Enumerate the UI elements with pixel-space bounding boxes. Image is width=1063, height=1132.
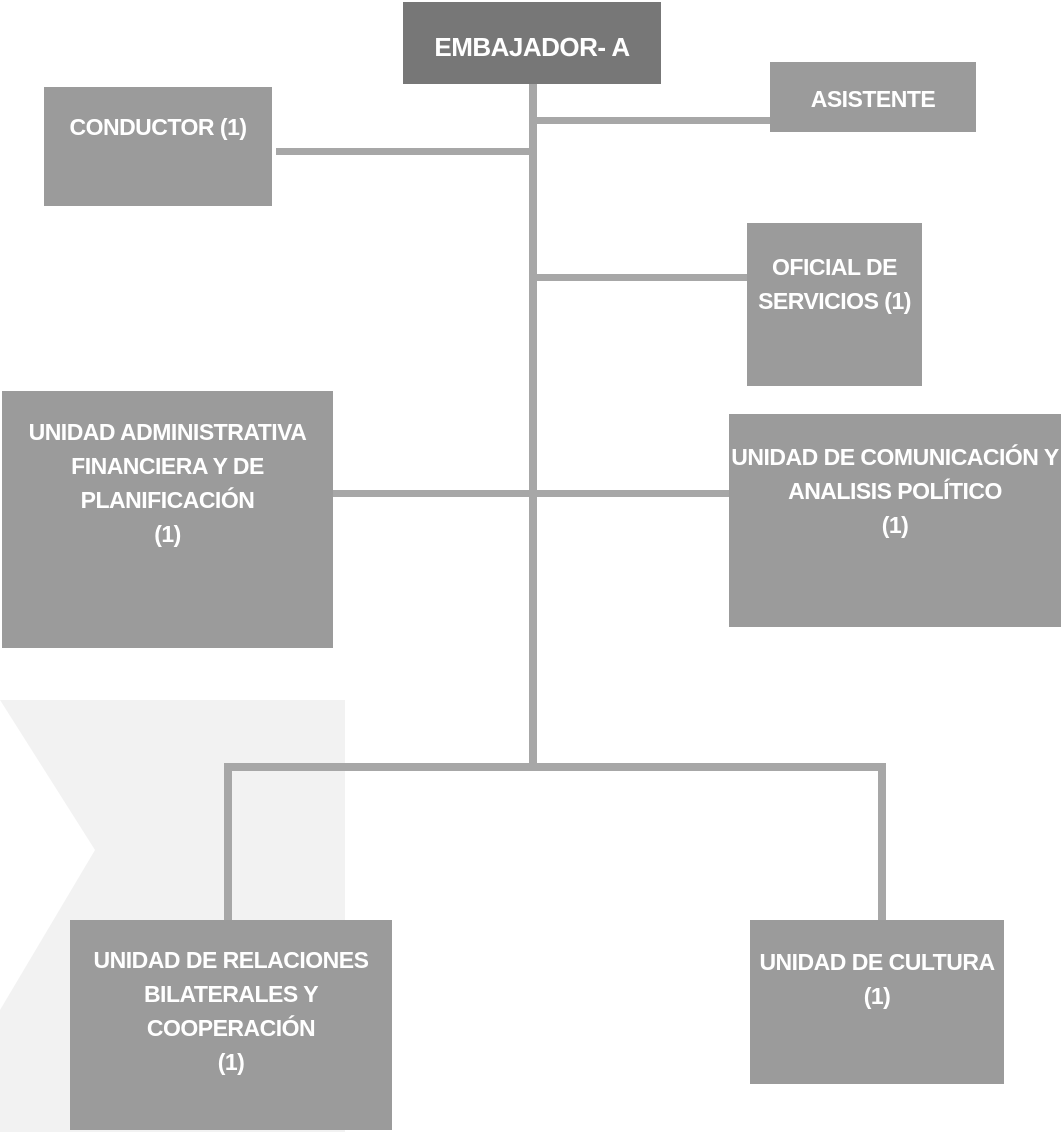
box-label-line: UNIDAD DE RELACIONES <box>93 947 369 973</box>
box-label-line: COOPERACIÓN <box>146 1015 316 1041</box>
box-label-line: UNIDAD ADMINISTRATIVA <box>28 419 307 445</box>
box-label-line: OFICIAL DE <box>772 254 897 280</box>
box-label-line: (1) <box>217 1049 245 1075</box>
connector-unidad-comunicacion <box>533 490 733 497</box>
box-conductor: CONDUCTOR (1) <box>44 87 272 206</box>
box-label-line: BILATERALES Y <box>143 981 319 1007</box>
connector-conductor <box>276 148 533 155</box>
box-label-line: SERVICIOS (1) <box>758 288 911 314</box>
box-label-line: UNIDAD DE CULTURA <box>759 949 995 975</box>
box-unidad-relaciones: UNIDAD DE RELACIONES BILATERALES Y COOPERA… <box>70 920 392 1130</box>
box-unidad-comunicacion: UNIDAD DE COMUNICACIÓN Y ANALISIS POLÍTIC… <box>729 414 1061 627</box>
box-unidad-cultura: UNIDAD DE CULTURA (1) <box>750 920 1004 1084</box>
box-unidad-administrativa: UNIDAD ADMINISTRATIVA FINANCIERA Y DE PLAN… <box>2 391 333 648</box>
box-label-line: ANALISIS POLÍTICO <box>788 478 1002 504</box>
connector-unidad-administrativa <box>330 490 533 497</box>
box-label-line: EMBAJADOR- A <box>434 32 630 62</box>
box-label-line: CONDUCTOR (1) <box>69 114 247 140</box>
horizontal-connector-bottom <box>224 763 886 771</box>
connector-asistente <box>533 117 790 124</box>
box-oficial-servicios: OFICIAL DE SERVICIOS (1) <box>747 223 922 386</box>
connector-unidad-cultura <box>878 763 886 925</box>
box-label-line: (1) <box>881 512 909 538</box>
box-asistente: ASISTENTE <box>770 62 976 132</box>
box-label-line: (1) <box>154 521 181 547</box>
box-label-line: ASISTENTE <box>810 86 936 112</box>
connector-oficial-servicios <box>533 274 750 281</box>
box-embajador: EMBAJADOR- A <box>403 2 661 84</box>
connector-unidad-relaciones <box>224 763 232 925</box>
box-label-line: UNIDAD DE COMUNICACIÓN Y <box>731 444 1059 470</box>
box-label-line: PLANIFICACIÓN <box>80 487 255 513</box>
box-label-line: (1) <box>863 983 891 1009</box>
main-vertical-connector <box>529 84 537 767</box>
box-label-line: FINANCIERA Y DE <box>71 453 264 479</box>
